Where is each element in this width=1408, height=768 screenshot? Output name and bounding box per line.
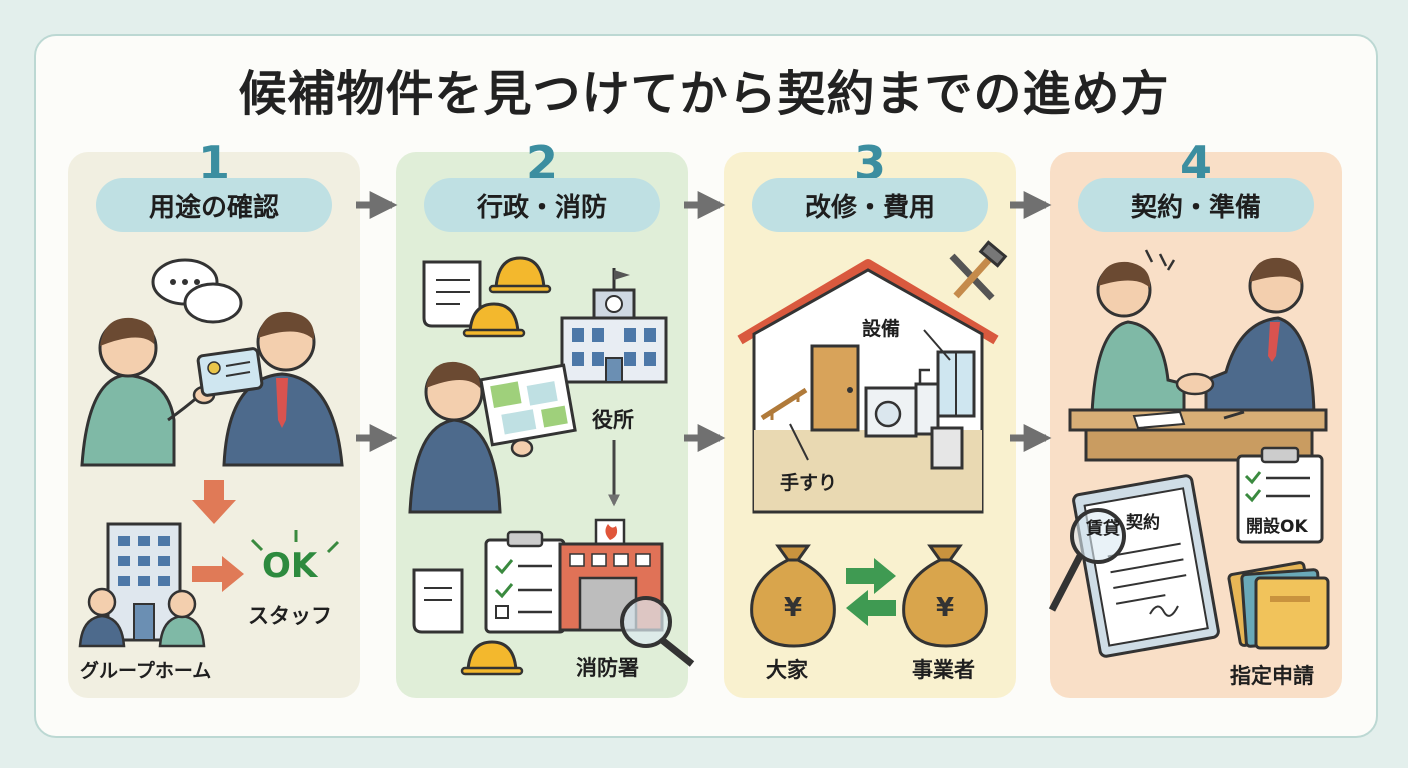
application-label: 指定申請 [1230,664,1314,688]
money-bag-operator-icon: ¥ [902,544,988,648]
svg-text:¥: ¥ [784,593,802,623]
ok-label: OK [262,546,318,586]
tools-icon [949,240,1008,301]
city-hall-icon [560,268,668,384]
svg-text:¥: ¥ [936,593,954,623]
clipboard-icon [484,530,566,634]
group-home-label: グループホーム [80,660,212,682]
staff-icon [78,587,206,648]
contract-label: 契約 [1126,513,1160,533]
exchange-arrow-right-icon [846,558,896,594]
money-bag-landlord-icon: ¥ [750,544,836,648]
fire-station-label: 消防署 [576,656,639,680]
helmet-icon [462,256,552,338]
staff-label: スタッフ [248,604,332,628]
step-2-label: 行政・消防 [424,178,660,232]
person-with-map-icon [408,361,577,514]
permit-label: 開設OK [1246,517,1308,537]
id-card-icon [196,347,264,397]
step-4-label: 契約・準備 [1078,178,1314,232]
city-office-label: 役所 [592,408,634,432]
helmet-icon [460,640,524,676]
magnifier-icon [620,596,695,667]
handshake-illustration [1090,249,1316,416]
step-3-label: 改修・費用 [752,178,988,232]
desk-icon [1068,408,1328,462]
contract-document-icon [1048,474,1220,658]
house-icon [737,259,999,514]
permit-clipboard-icon [1236,446,1324,544]
down-arrow-icon [192,480,236,524]
lease-label: 賃貸 [1086,519,1120,539]
building-icon [106,522,182,642]
operator-label: 事業者 [912,658,975,682]
folders-icon [1227,561,1330,650]
handrail-label: 手すり [780,472,838,494]
equipment-label: 設備 [862,318,901,340]
exchange-arrow-left-icon [846,590,896,626]
flow-arrows [356,191,1052,452]
document-scroll-icon [422,260,482,328]
consultation-illustration [80,258,344,467]
sparkle-icon [250,530,340,554]
landlord-label: 大家 [766,658,808,682]
page-title: 候補物件を見つけてから契約までの進め方 [238,66,1170,122]
person-icon [80,373,176,467]
step-1-label: 用途の確認 [96,178,332,232]
right-arrow-icon [192,556,244,592]
